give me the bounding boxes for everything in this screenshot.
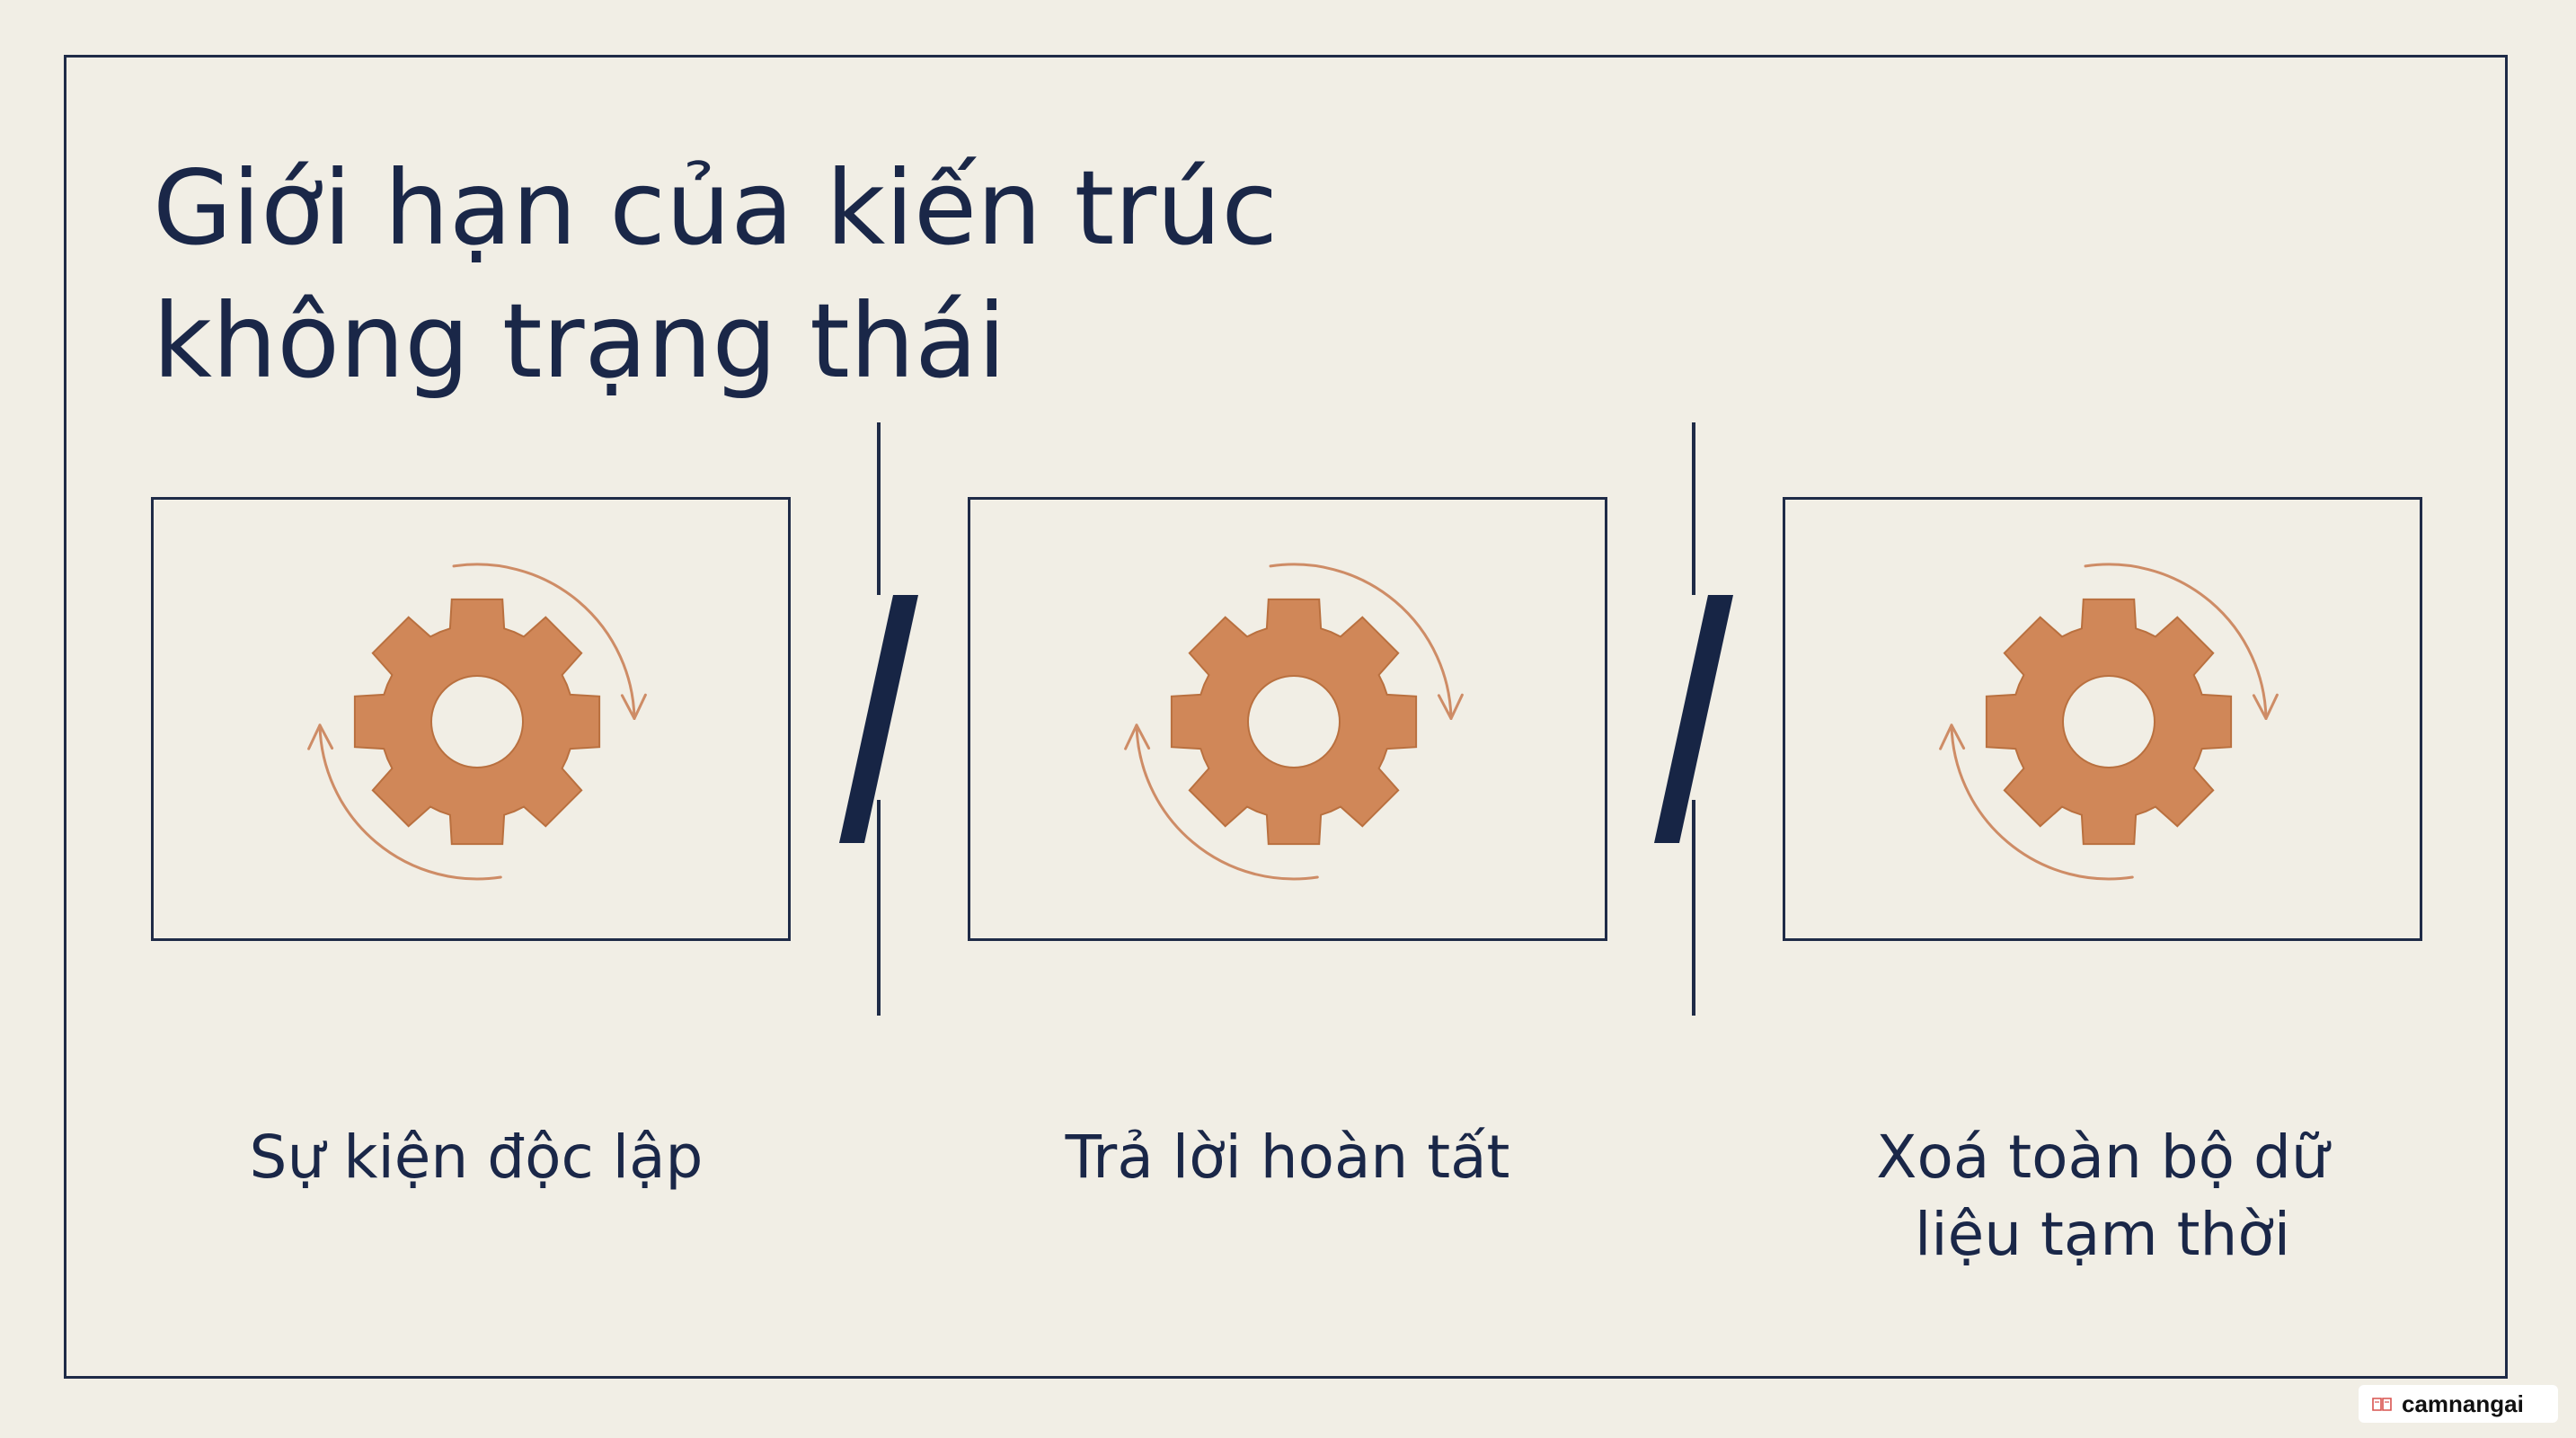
gear-cycle-icon <box>1124 563 1464 881</box>
label-line: Sự kiện độc lập <box>249 1123 704 1192</box>
gear-icon <box>353 598 601 846</box>
label-line: Xoá toàn bộ dữ <box>1876 1123 2329 1192</box>
slash-divider-icon <box>839 422 918 1016</box>
panel-clear-temp-data <box>1783 497 2422 941</box>
cycle-arrow-icon <box>2084 563 2268 720</box>
gear-cycle-icon <box>307 563 647 881</box>
panel-label-independent-event: Sự kiện độc lập <box>162 1119 791 1196</box>
arrowhead-icon <box>620 693 647 720</box>
gear-icon <box>1985 598 2233 846</box>
label-line: liệu tạm thời <box>1914 1200 2291 1269</box>
watermark-badge: camnangai <box>2359 1385 2558 1423</box>
gear-cycle-icon <box>1939 563 2279 881</box>
slide-title: Giới hạn của kiến trúc không trạng thái <box>153 142 1500 408</box>
cycle-arrow-icon <box>1950 723 2134 881</box>
panel-label-response-complete: Trả lời hoàn tất <box>973 1119 1602 1196</box>
slide-title-line-2: không trạng thái <box>153 281 1006 401</box>
arrowhead-icon <box>307 723 334 750</box>
cycle-arrow-icon <box>1269 563 1453 720</box>
slide-title-line-1: Giới hạn của kiến trúc <box>153 148 1279 268</box>
book-icon <box>2372 1398 2392 1411</box>
panel-independent-event <box>151 497 791 941</box>
arrowhead-icon <box>1437 693 1464 720</box>
arrowhead-icon <box>2252 693 2279 720</box>
panel-label-clear-temp-data: Xoá toàn bộ dữ liệu tạm thời <box>1788 1119 2417 1274</box>
slide-frame <box>64 55 2508 1379</box>
label-line: Trả lời hoàn tất <box>1065 1123 1510 1192</box>
cycle-arrow-icon <box>452 563 636 720</box>
cycle-arrow-icon <box>318 723 502 881</box>
gear-icon <box>1170 598 1418 846</box>
arrowhead-icon <box>1124 723 1151 750</box>
arrowhead-icon <box>1939 723 1966 750</box>
slash-divider-icon <box>1654 422 1733 1016</box>
watermark-text: camnangai <box>2402 1389 2524 1417</box>
cycle-arrow-icon <box>1135 723 1319 881</box>
panel-response-complete <box>968 497 1607 941</box>
